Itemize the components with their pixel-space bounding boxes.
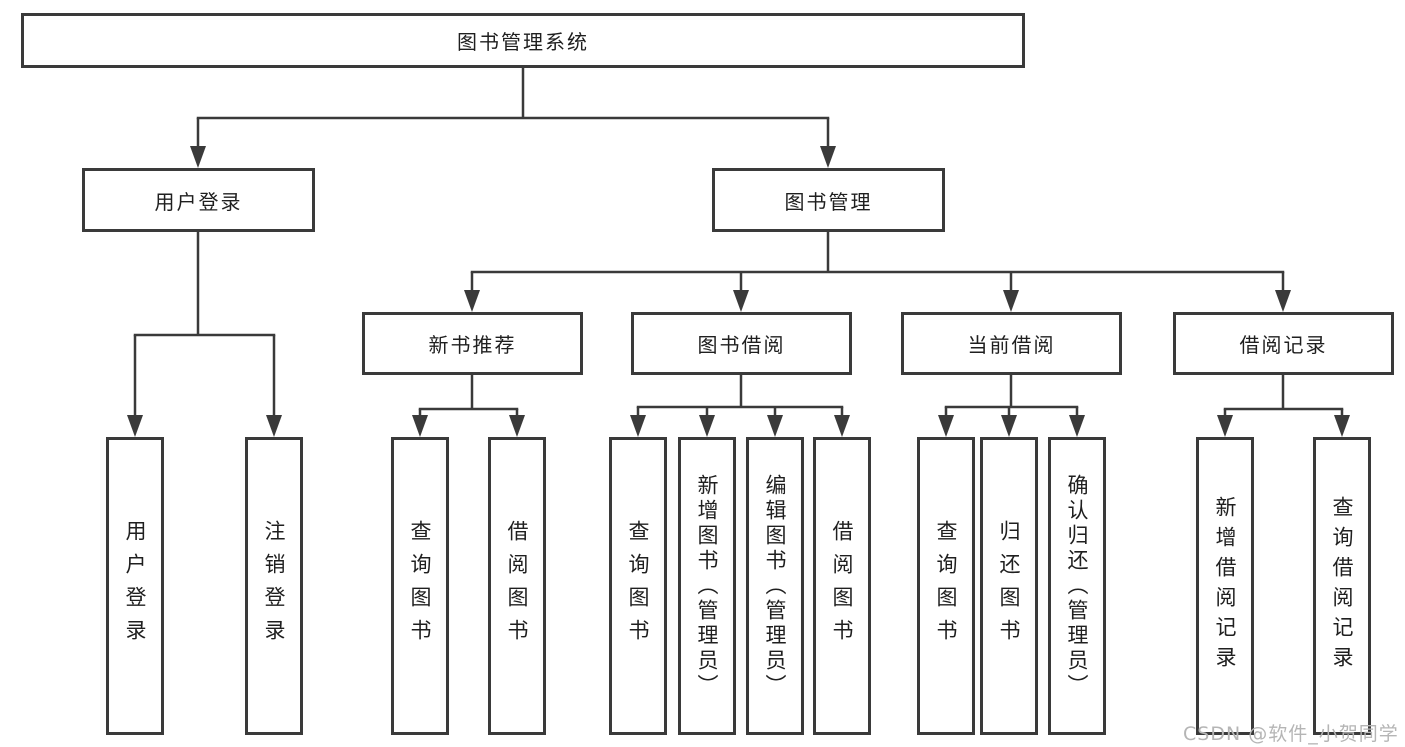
leaf-logout: 注销登录 xyxy=(245,437,303,735)
leaf-add-book-admin: 新增图书（管理员） xyxy=(678,437,736,735)
leaf-edit-book-admin: 编辑图书（管理员） xyxy=(746,437,804,735)
node-user-login-branch: 用户登录 xyxy=(82,168,315,232)
leaf-confirm-return-admin: 确认归还（管理员） xyxy=(1048,437,1106,735)
node-borrow-records: 借阅记录 xyxy=(1173,312,1394,375)
leaf-borrow-book: 借阅图书 xyxy=(813,437,871,735)
leaf-user-login: 用户登录 xyxy=(106,437,164,735)
watermark: CSDN @软件_小贺同学 xyxy=(1183,723,1399,745)
node-book-management-branch: 图书管理 xyxy=(712,168,945,232)
leaf-borrow-book-recommend: 借阅图书 xyxy=(488,437,546,735)
leaf-add-borrow-record: 新增借阅记录 xyxy=(1196,437,1254,735)
node-current-borrow: 当前借阅 xyxy=(901,312,1122,375)
leaf-query-book-current: 查询图书 xyxy=(917,437,975,735)
leaf-return-book: 归还图书 xyxy=(980,437,1038,735)
node-new-book-recommend: 新书推荐 xyxy=(362,312,583,375)
leaf-query-borrow-record: 查询借阅记录 xyxy=(1313,437,1371,735)
leaf-query-book-recommend: 查询图书 xyxy=(391,437,449,735)
node-library-management-system: 图书管理系统 xyxy=(21,13,1025,68)
node-book-borrow: 图书借阅 xyxy=(631,312,852,375)
leaf-query-book-borrow: 查询图书 xyxy=(609,437,667,735)
